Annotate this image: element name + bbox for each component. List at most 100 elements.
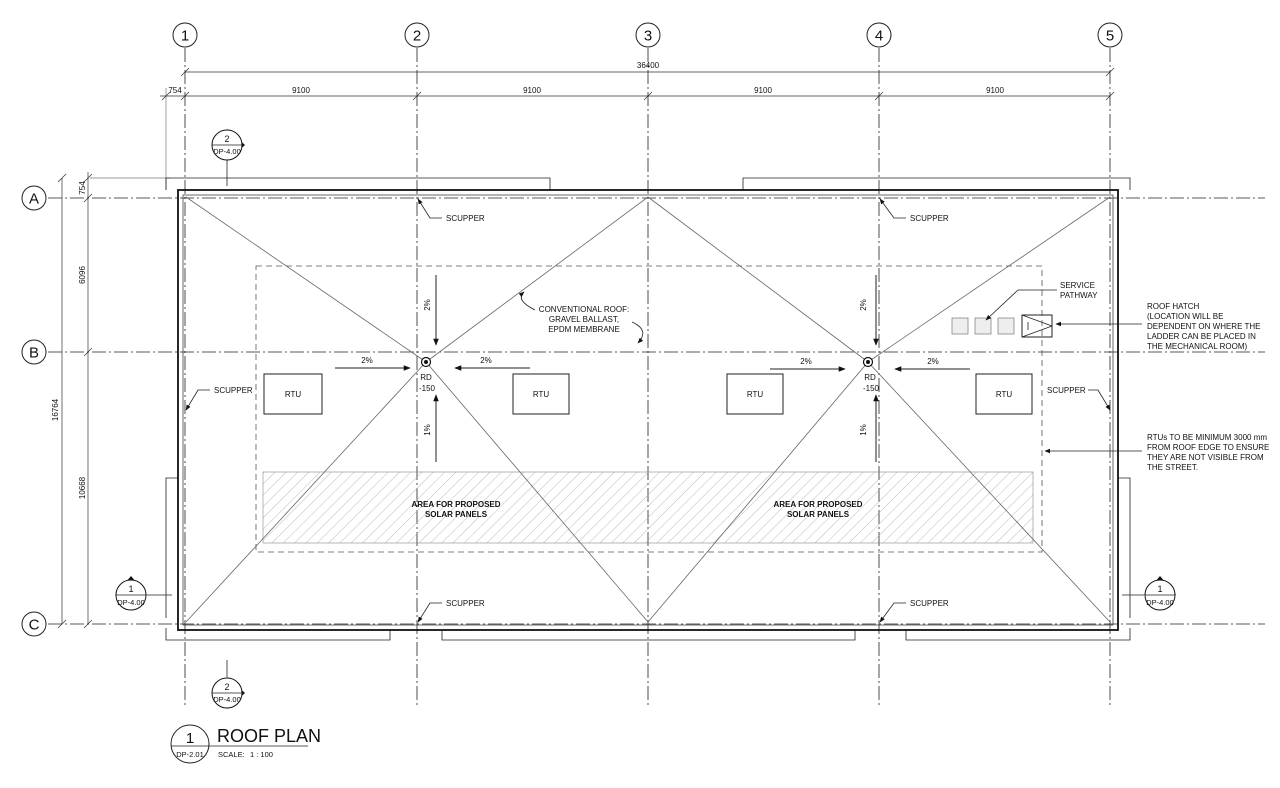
- slope-label: 1%: [859, 424, 868, 436]
- section-number: 2: [224, 682, 229, 692]
- grid-bubble-label: B: [29, 345, 39, 362]
- grid-bubble-4: 4: [866, 22, 892, 48]
- scupper-bottom-4: SCUPPER: [879, 599, 949, 623]
- scupper-label: SCUPPER: [910, 599, 949, 608]
- dimension-bay-4: 9100: [986, 86, 1004, 95]
- rtu-3: RTU: [726, 373, 784, 415]
- title-name: ROOF PLAN: [217, 726, 321, 746]
- solar-area-label-line-2: SOLAR PANELS: [425, 510, 488, 519]
- scupper-label: SCUPPER: [446, 599, 485, 608]
- grid-bubble-c: C: [21, 611, 47, 637]
- dimension-top-overhang: 754: [78, 181, 87, 195]
- slope-label: 2%: [480, 356, 492, 365]
- scupper-label: SCUPPER: [214, 386, 253, 395]
- grid-bubble-3: 3: [635, 22, 661, 48]
- rtu-1: RTU: [263, 373, 323, 415]
- rtu-note-line: RTUs TO BE MINIMUM 3000 mm: [1147, 433, 1267, 442]
- scupper-label: SCUPPER: [446, 214, 485, 223]
- section-marker-left: 1 DP-4.00: [115, 576, 172, 611]
- rtu-label: RTU: [285, 390, 302, 399]
- solar-panel-area: [262, 471, 1034, 544]
- slope-label: 2%: [800, 357, 812, 366]
- horizontal-dimensions: 36400 754 9100 9100 9100 9100: [160, 61, 1115, 190]
- slope-label: 2%: [423, 299, 432, 311]
- title-scale-value: 1 : 100: [250, 750, 273, 759]
- dimension-bay-2: 9100: [523, 86, 541, 95]
- drawing-title: 1 DP-2.01 ROOF PLAN SCALE: 1 : 100: [170, 724, 321, 764]
- section-number: 1: [1157, 584, 1162, 594]
- rtu-note-line: THE STREET.: [1147, 463, 1198, 472]
- roof-drain-label: RD: [420, 373, 432, 382]
- dimension-overall-width: 36400: [637, 61, 660, 70]
- service-pathway-label-line-2: PATHWAY: [1060, 291, 1098, 300]
- pathway-paver: [974, 317, 992, 335]
- grid-bubbles-rows: A B C: [21, 185, 47, 637]
- title-bubble-number: 1: [186, 730, 194, 747]
- grid-bubble-b: B: [21, 339, 47, 365]
- grid-bubble-label: 1: [181, 28, 189, 45]
- note-line: EPDM MEMBRANE: [548, 325, 620, 334]
- pathway-paver: [951, 317, 969, 335]
- roof-drain-level: -150: [863, 384, 880, 393]
- scupper-left: SCUPPER: [185, 386, 253, 411]
- conventional-roof-note: CONVENTIONAL ROOF: GRAVEL BALLAST, EPDM …: [518, 291, 644, 344]
- rtu-label: RTU: [996, 390, 1013, 399]
- dimension-bay-3: 9100: [754, 86, 772, 95]
- section-sheet: DP-4.00: [117, 598, 145, 607]
- note-line: GRAVEL BALLAST,: [549, 315, 619, 324]
- title-sheet-ref: DP-2.01: [176, 750, 204, 759]
- solar-area-label-line-1: AREA FOR PROPOSED: [411, 500, 500, 509]
- rtu-label: RTU: [533, 390, 550, 399]
- grid-bubble-label: C: [29, 617, 40, 634]
- rtu-setback-line: [255, 265, 1043, 553]
- slope-label: 2%: [859, 299, 868, 311]
- rtu-2: RTU: [512, 373, 570, 415]
- service-pathway: SERVICE PATHWAY: [951, 281, 1098, 335]
- grid-bubble-label: 5: [1106, 28, 1114, 45]
- roof-hatch-note-line: ROOF HATCH: [1147, 302, 1200, 311]
- roof-hatch-note-line: LADDER CAN BE PLACED IN: [1147, 332, 1256, 341]
- roof-parapet: [177, 189, 1119, 631]
- solar-area-label-line-1: AREA FOR PROPOSED: [773, 500, 862, 509]
- roof-hatch-note-line: DEPENDENT ON WHERE THE: [1147, 322, 1261, 331]
- roof-drain-2: RD -150: [862, 356, 880, 393]
- rtu-setback-note: RTUs TO BE MINIMUM 3000 mm FROM ROOF EDG…: [1044, 433, 1269, 472]
- scupper-label: SCUPPER: [1047, 386, 1086, 395]
- slope-arrows: 2% 2% 2% 1% 2% 2% 2% 1%: [335, 275, 970, 462]
- grid-bubble-label: 3: [644, 28, 652, 45]
- scupper-label: SCUPPER: [910, 214, 949, 223]
- scupper-bottom-2: SCUPPER: [417, 599, 485, 623]
- section-number: 1: [128, 584, 133, 594]
- grid-bubble-label: A: [29, 191, 39, 208]
- grid-bubbles-columns: 1 2 3 4 5: [172, 22, 1123, 48]
- roof-hatch-note-line: (LOCATION WILL BE: [1147, 312, 1223, 321]
- dimension-overall-depth: 16764: [51, 398, 60, 421]
- grid-bubble-label: 4: [875, 28, 883, 45]
- section-sheet: DP-4.00: [1146, 598, 1174, 607]
- roof-slope-lines: [185, 196, 1111, 623]
- grid-bubble-label: 2: [413, 28, 421, 45]
- roof-drain-level: -150: [419, 384, 436, 393]
- section-marker-bottom: 2 DP-4.00: [211, 660, 245, 709]
- roof-drain-label: RD: [864, 373, 876, 382]
- section-number: 2: [224, 134, 229, 144]
- rtu-note-line: FROM ROOF EDGE TO ENSURE: [1147, 443, 1269, 452]
- dimension-b-to-c: 10668: [78, 476, 87, 499]
- roof-hatch-note-line: THE MECHANICAL ROOM): [1147, 342, 1247, 351]
- rtu-note-line: THEY ARE NOT VISIBLE FROM: [1147, 453, 1264, 462]
- slope-label: 1%: [423, 424, 432, 436]
- rtu-label: RTU: [747, 390, 764, 399]
- slope-label: 2%: [361, 356, 373, 365]
- roof-hatch: ROOF HATCH (LOCATION WILL BE DEPENDENT O…: [1021, 302, 1261, 351]
- scupper-right: SCUPPER: [1047, 386, 1111, 411]
- service-pathway-label-line-1: SERVICE: [1060, 281, 1095, 290]
- solar-area-label-line-2: SOLAR PANELS: [787, 510, 850, 519]
- grid-lines: [48, 48, 1265, 708]
- roof-drain-1: RD -150: [419, 356, 436, 393]
- scupper-top-2: SCUPPER: [417, 198, 485, 223]
- slope-label: 2%: [927, 357, 939, 366]
- grid-bubble-a: A: [21, 185, 47, 211]
- scupper-top-4: SCUPPER: [879, 198, 949, 223]
- grid-bubble-2: 2: [404, 22, 430, 48]
